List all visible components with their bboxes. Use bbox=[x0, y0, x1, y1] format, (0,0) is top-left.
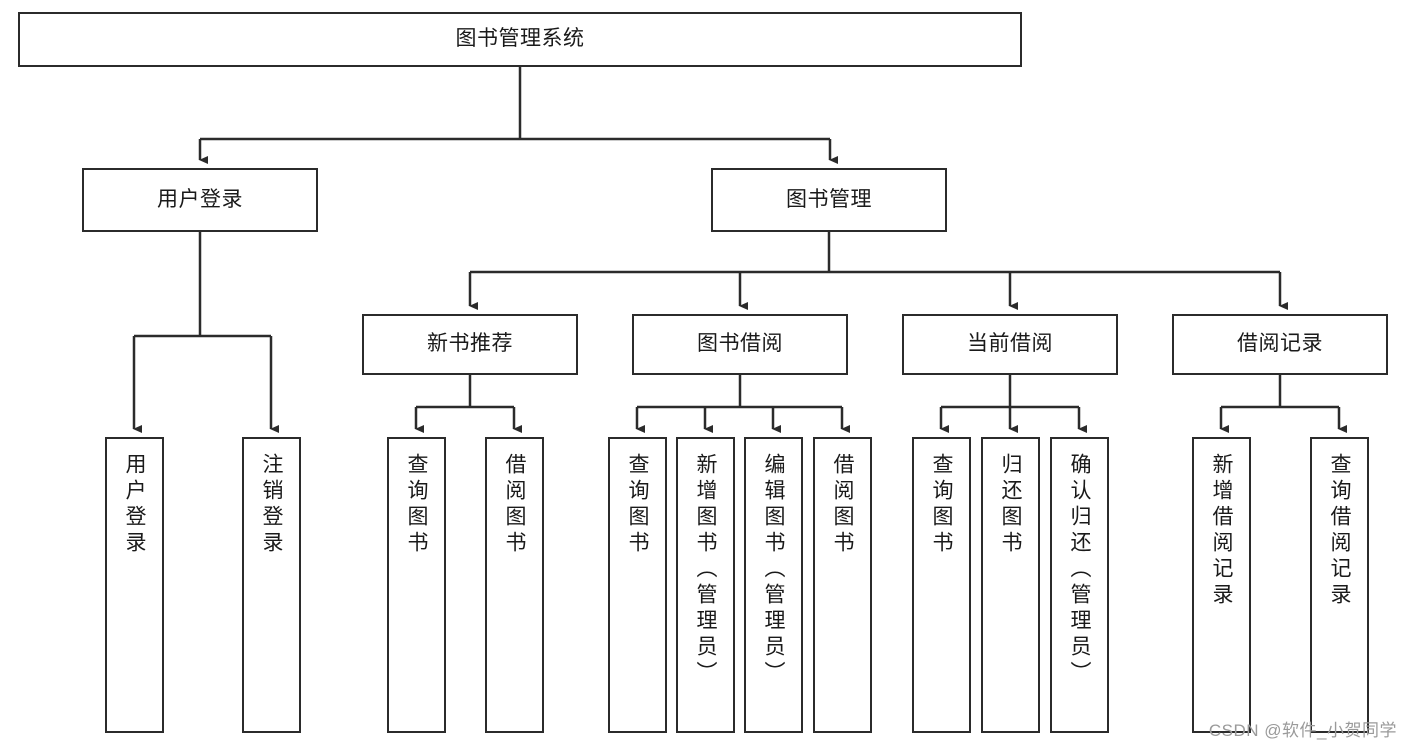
node-leaf-add-record[interactable]: 新增借阅记录 bbox=[1192, 437, 1251, 733]
node-leaf-return-book[interactable]: 归还图书 bbox=[981, 437, 1040, 733]
node-new-book-recommend-label: 新书推荐 bbox=[427, 332, 513, 356]
node-leaf-borrow-book-2-label: 借阅图书 bbox=[831, 453, 854, 557]
node-book-borrow-label: 图书借阅 bbox=[697, 332, 783, 356]
node-leaf-query-record-label: 查询借阅记录 bbox=[1328, 453, 1351, 609]
node-current-borrow-label: 当前借阅 bbox=[967, 332, 1053, 356]
node-borrow-record[interactable]: 借阅记录 bbox=[1172, 314, 1388, 375]
node-leaf-add-book[interactable]: 新增图书（管理员） bbox=[676, 437, 735, 733]
node-leaf-edit-book-label: 编辑图书（管理员） bbox=[762, 453, 785, 687]
node-leaf-query-book-3[interactable]: 查询图书 bbox=[912, 437, 971, 733]
node-leaf-borrow-book-1-label: 借阅图书 bbox=[503, 453, 526, 557]
node-leaf-confirm-return[interactable]: 确认归还（管理员） bbox=[1050, 437, 1109, 733]
node-leaf-borrow-book-2[interactable]: 借阅图书 bbox=[813, 437, 872, 733]
node-leaf-return-book-label: 归还图书 bbox=[999, 453, 1022, 557]
node-leaf-user-login-label: 用户登录 bbox=[123, 453, 146, 557]
node-current-borrow[interactable]: 当前借阅 bbox=[902, 314, 1118, 375]
node-new-book-recommend[interactable]: 新书推荐 bbox=[362, 314, 578, 375]
node-user-login-label: 用户登录 bbox=[157, 187, 243, 211]
node-leaf-query-book-1-label: 查询图书 bbox=[405, 453, 428, 557]
node-leaf-add-book-label: 新增图书（管理员） bbox=[694, 453, 717, 687]
node-borrow-record-label: 借阅记录 bbox=[1237, 332, 1323, 356]
node-leaf-query-book-2[interactable]: 查询图书 bbox=[608, 437, 667, 733]
node-user-login[interactable]: 用户登录 bbox=[82, 168, 318, 232]
node-leaf-query-book-2-label: 查询图书 bbox=[626, 453, 649, 557]
node-book-management[interactable]: 图书管理 bbox=[711, 168, 947, 232]
node-book-borrow[interactable]: 图书借阅 bbox=[632, 314, 848, 375]
node-leaf-logout-label: 注销登录 bbox=[260, 453, 283, 557]
node-leaf-query-book-1[interactable]: 查询图书 bbox=[387, 437, 446, 733]
node-leaf-query-book-3-label: 查询图书 bbox=[930, 453, 953, 557]
node-leaf-user-login[interactable]: 用户登录 bbox=[105, 437, 164, 733]
node-root[interactable]: 图书管理系统 bbox=[18, 12, 1022, 67]
node-leaf-query-record[interactable]: 查询借阅记录 bbox=[1310, 437, 1369, 733]
node-leaf-confirm-return-label: 确认归还（管理员） bbox=[1068, 453, 1091, 687]
node-leaf-add-record-label: 新增借阅记录 bbox=[1210, 453, 1233, 609]
node-leaf-borrow-book-1[interactable]: 借阅图书 bbox=[485, 437, 544, 733]
node-root-label: 图书管理系统 bbox=[455, 27, 585, 51]
node-leaf-logout[interactable]: 注销登录 bbox=[242, 437, 301, 733]
node-leaf-edit-book[interactable]: 编辑图书（管理员） bbox=[744, 437, 803, 733]
node-book-management-label: 图书管理 bbox=[786, 187, 872, 211]
